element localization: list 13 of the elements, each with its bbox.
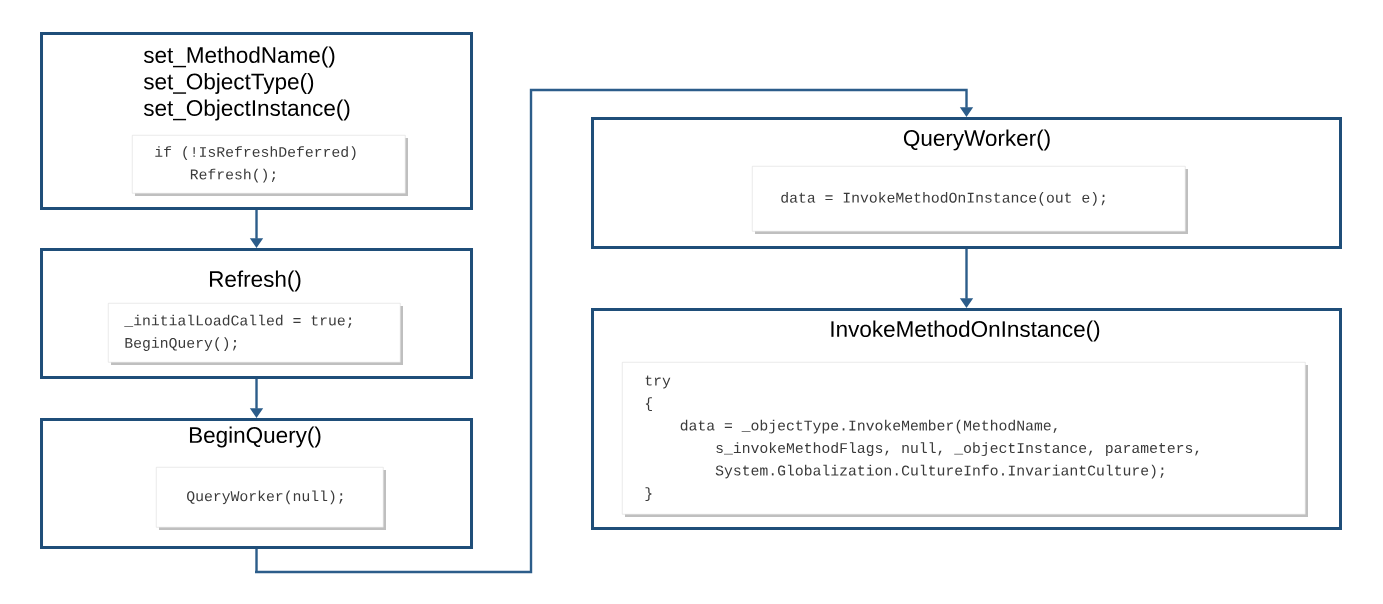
function-name: InvokeMethodOnInstance() xyxy=(831,320,1100,342)
code-snippet: QueryWorker(null); xyxy=(156,467,386,530)
code-snippet: data = InvokeMethodOnInstance(out e); xyxy=(752,166,1188,234)
function-name: BeginQuery() xyxy=(190,426,321,448)
function-name: set_ObjectInstance() xyxy=(143,99,350,121)
code-snippet: _initialLoadCalled = true; BeginQuery(); xyxy=(108,303,403,365)
code-snippet: if (!IsRefreshDeferred) Refresh(); xyxy=(132,135,408,196)
function-name: QueryWorker() xyxy=(903,129,1050,151)
arrow xyxy=(253,88,974,574)
function-name: set_ObjectType() xyxy=(143,73,314,94)
function-name: set_MethodName() xyxy=(143,46,335,68)
function-name: Refresh() xyxy=(210,270,301,292)
code-snippet: try { data = _objectType.InvokeMember(MethodName, s_invokeMethodFlags, null, _objectInstance, parameters, System.Globalization.CultureInfo.InvariantCulture); } xyxy=(622,362,1308,517)
